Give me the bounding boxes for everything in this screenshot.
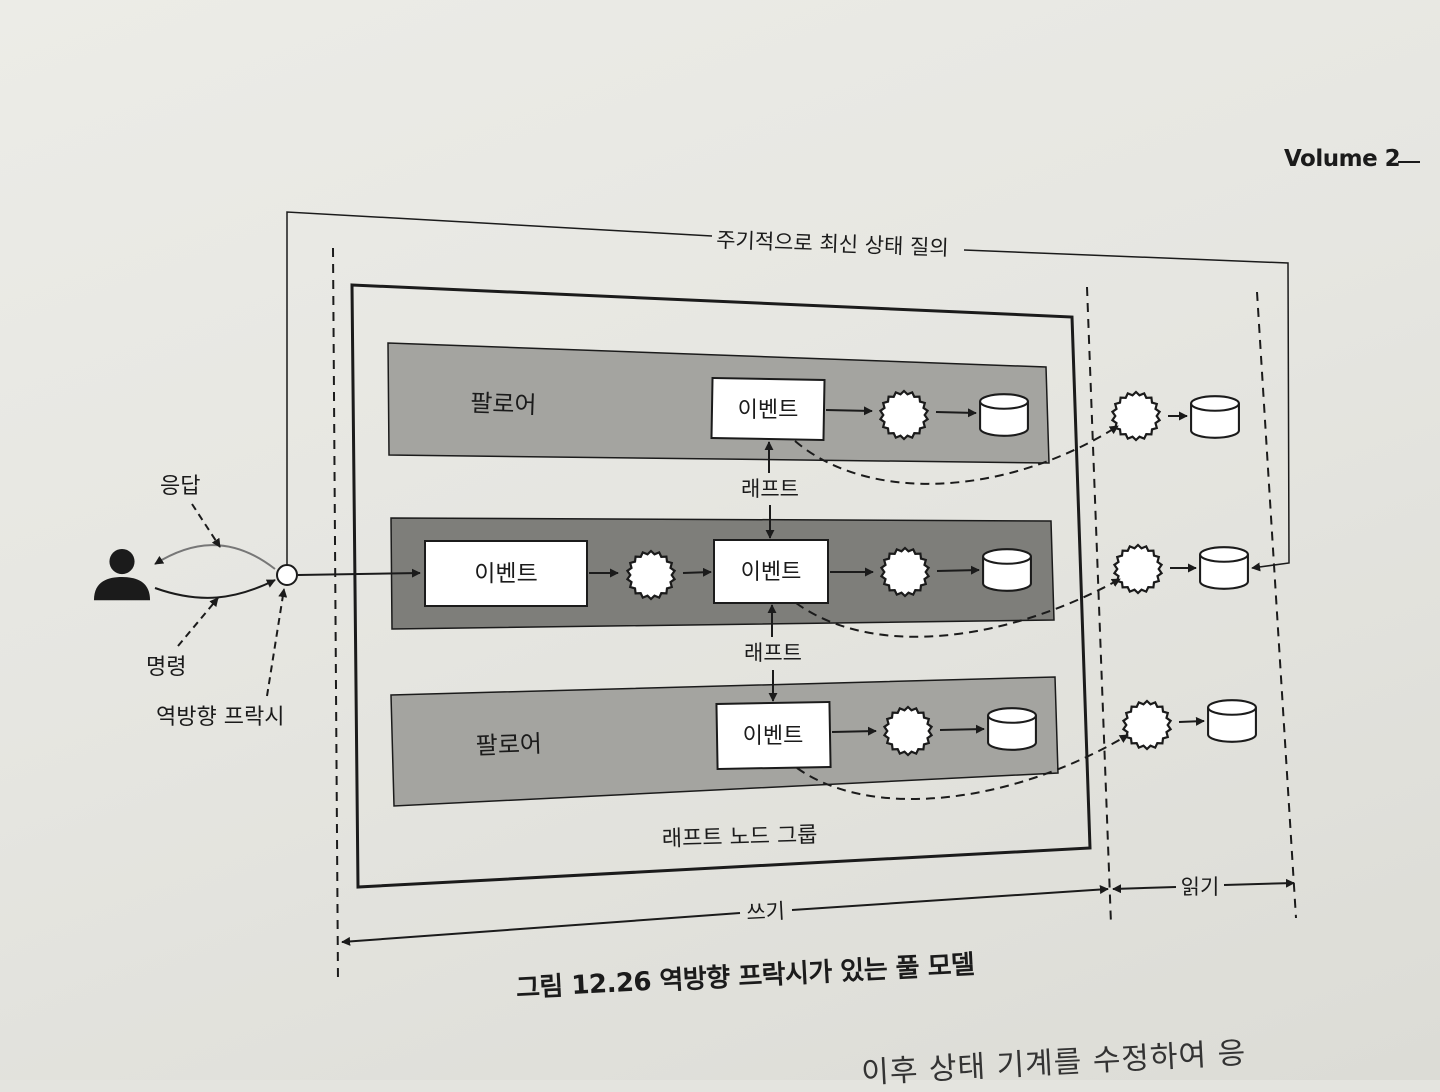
event-box-bottom: 이벤트 (715, 700, 832, 770)
event-label-top: 이벤트 (738, 398, 799, 423)
state-machine-leader-input (626, 549, 676, 601)
read-state-machine-middle (1113, 543, 1163, 595)
read-span (1112, 878, 1295, 894)
periodic-query-label: 주기적으로 최신 상태 질의 (716, 228, 949, 260)
event-label-bottom: 이벤트 (743, 724, 804, 749)
state-machine-top (879, 389, 929, 441)
database-leader (982, 548, 1032, 592)
write-span (341, 885, 1109, 946)
raft-links (764, 441, 778, 702)
client-arrows (154, 544, 276, 599)
read-database-bottom (1207, 699, 1257, 743)
reverse-proxy-label: 역방향 프락시 (156, 705, 284, 730)
read-state-machine-top (1111, 390, 1161, 442)
periodic-query-loop (286, 211, 1290, 572)
projection-arrows (794, 425, 1129, 801)
command-label: 명령 (146, 655, 186, 680)
follower-top-label: 팔로어 (470, 389, 537, 419)
event-label-leader: 이벤트 (741, 560, 802, 585)
event-box-top: 이벤트 (710, 377, 826, 441)
follower-bottom-label: 팔로어 (475, 730, 542, 760)
header-dash (1398, 161, 1420, 163)
event-box-leader: 이벤트 (713, 539, 829, 604)
flow-arrows (297, 406, 1205, 736)
raft-label-bottom: 래프트 (744, 641, 802, 665)
read-state-machine-bottom (1122, 699, 1172, 751)
raft-node-group-box (350, 283, 1092, 889)
event-label-leader-input: 이벤트 (474, 561, 537, 587)
state-machine-leader (880, 546, 930, 598)
write-label: 쓰기 (746, 899, 786, 925)
read-database-middle (1199, 546, 1249, 590)
read-label: 읽기 (1181, 875, 1220, 899)
raft-label-top: 래프트 (741, 477, 799, 501)
event-box-leader-input: 이벤트 (424, 540, 588, 607)
label-pointers (177, 503, 288, 697)
zone-separators (332, 247, 1297, 983)
read-database-top (1190, 395, 1240, 439)
raft-group-label: 래프트 노드 그룹 (662, 823, 818, 852)
state-machine-bottom (883, 705, 933, 757)
reverse-proxy-node (276, 564, 298, 586)
user-icon (93, 548, 151, 601)
database-top (979, 393, 1029, 437)
header-volume: Volume 2 (1284, 146, 1401, 172)
response-label: 응답 (160, 474, 200, 499)
database-bottom (987, 707, 1037, 751)
